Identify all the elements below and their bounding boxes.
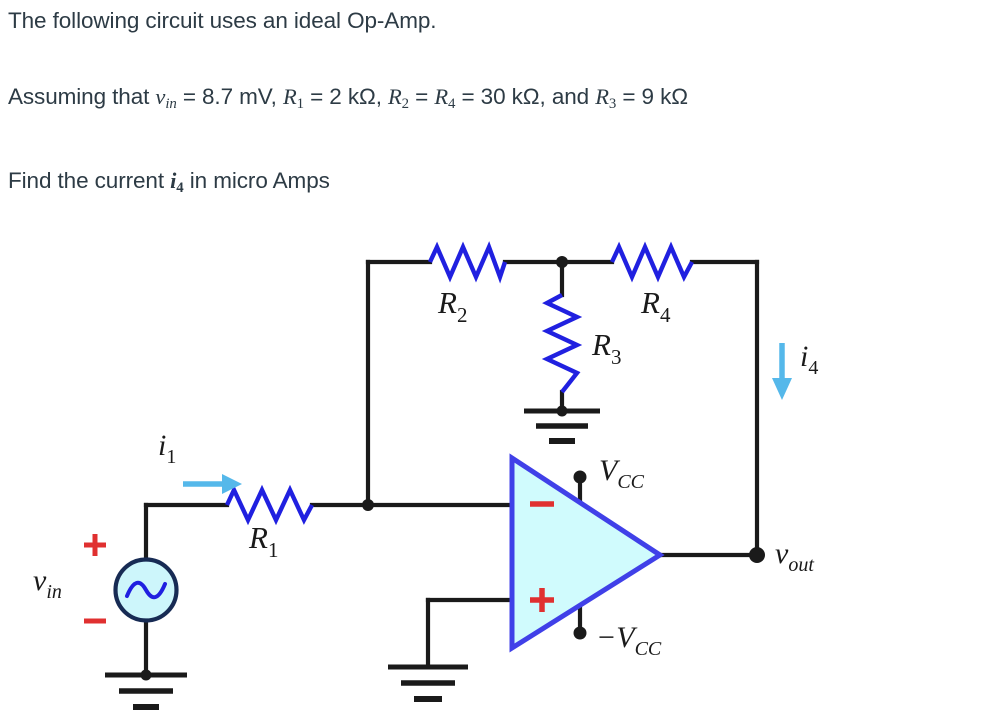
- r2-symbol: R: [388, 84, 402, 109]
- label-vout: vout: [775, 537, 814, 576]
- r2-eq: =: [409, 84, 435, 109]
- problem-line-2: Assuming that vin = 8.7 mV, R1 = 2 kΩ, R…: [8, 82, 688, 114]
- ac-source-sine-icon: [125, 580, 167, 600]
- vout-node-dot: [749, 547, 765, 563]
- label-r3: R3: [591, 327, 621, 369]
- negvcc-terminal-dot: [573, 626, 587, 640]
- r3-symbol: R: [595, 84, 609, 109]
- i4-arrow-head: [772, 378, 792, 400]
- vin-value: = 8.7 mV,: [176, 84, 283, 109]
- r1-value: = 2 kΩ,: [303, 84, 389, 109]
- current-arrow-group: [183, 343, 792, 494]
- r4-subscript: 4: [448, 96, 456, 113]
- label-i1: i1: [158, 429, 176, 468]
- r2-zigzag: [428, 241, 508, 284]
- line3-lead: Find the current: [8, 168, 171, 193]
- i4-subscript: 4: [176, 180, 184, 197]
- line2-lead: Assuming that: [8, 84, 156, 109]
- label-negative-vcc: −VCC: [596, 621, 662, 660]
- label-r4: R4: [640, 285, 671, 327]
- vcc-terminal-dot: [573, 470, 587, 484]
- r3-value: = 9 kΩ: [616, 84, 688, 109]
- r4-zigzag: [610, 241, 694, 283]
- r3-subscript: 3: [608, 96, 617, 113]
- source-polarity-group: [84, 534, 106, 624]
- i1-arrow-head: [222, 474, 242, 494]
- label-r2: R2: [437, 285, 467, 327]
- r3-zigzag: [541, 293, 583, 394]
- resistor-group: [225, 241, 694, 526]
- top-node-dot: [556, 256, 568, 268]
- ground-noninverting: [388, 664, 468, 702]
- r1-symbol: R: [282, 84, 297, 109]
- vin-symbol: v: [155, 84, 166, 109]
- ground-source-node-dot: [140, 669, 152, 681]
- label-vin: vin: [33, 564, 62, 603]
- label-i4: i4: [800, 340, 818, 379]
- ground-r3-node-dot: [556, 405, 568, 417]
- circuit-diagram: R2 R4 R3 R1 i1 i4 vin vout VCC −VCC: [0, 215, 982, 724]
- r4-symbol: R: [434, 84, 448, 109]
- line3-tail: in micro Amps: [183, 168, 330, 193]
- r1-subscript: 1: [296, 96, 304, 113]
- wire-group: [143, 259, 760, 678]
- problem-line-3: Find the current i4 in micro Amps: [8, 166, 330, 198]
- vin-subscript: in: [165, 96, 177, 113]
- opamp-polarity-group: [530, 501, 554, 612]
- inverting-node-dot: [362, 499, 374, 511]
- r4-value: = 30 kΩ, and: [455, 84, 596, 109]
- problem-line-1: The following circuit uses an ideal Op-A…: [8, 8, 437, 33]
- r2-subscript: 2: [401, 96, 409, 113]
- label-vcc: VCC: [599, 454, 645, 493]
- i4-symbol: i: [170, 168, 177, 193]
- label-r1: R1: [248, 520, 278, 562]
- r1-zigzag: [225, 484, 314, 526]
- circuit-svg: R2 R4 R3 R1 i1 i4 vin vout VCC −VCC: [33, 241, 818, 710]
